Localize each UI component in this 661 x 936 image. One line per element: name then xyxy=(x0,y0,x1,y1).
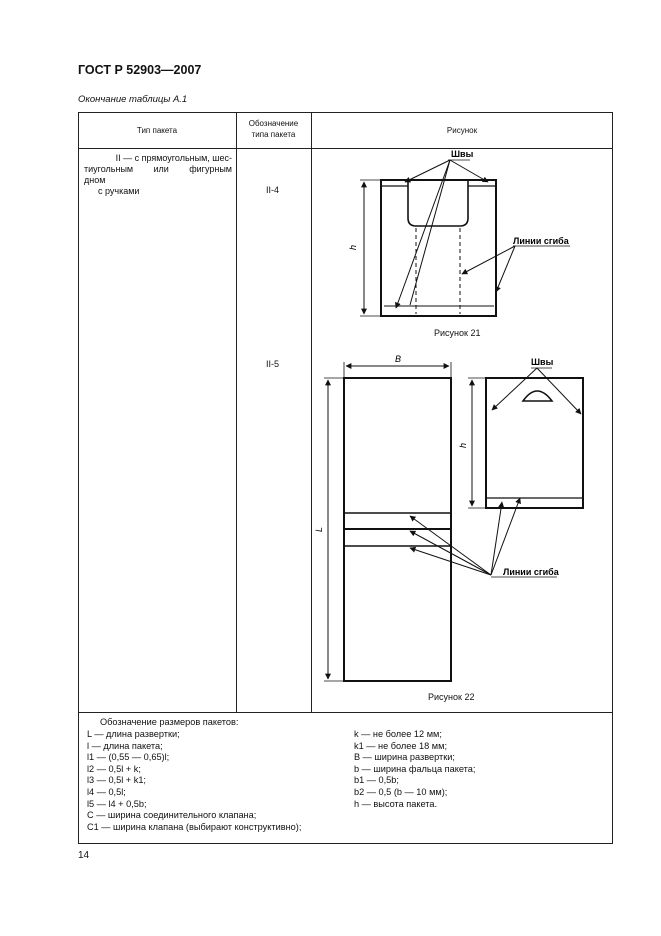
table-caption: Окончание таблицы А.1 xyxy=(78,94,188,105)
legend-item: C — ширина соединительного клапана; xyxy=(87,810,257,821)
bag-type-text: II — с прямоугольным, шес- тиугольным ил… xyxy=(84,153,232,197)
fig22-seams-label: Швы xyxy=(531,357,554,367)
fig21-dim-h: h xyxy=(348,245,358,250)
legend-item: l3 — 0,5l + k1; xyxy=(87,775,146,786)
table-border-top xyxy=(78,112,613,113)
legend-item: b2 — 0,5 (b — 10 мм); xyxy=(354,786,448,797)
table-border-left xyxy=(78,112,79,844)
legend-item: l1 — (0,55 — 0,65)l; xyxy=(87,752,170,763)
legend-left: L — длина развертки; l — длина пакета; l… xyxy=(87,729,301,833)
bag-type-line2: тиугольным или фигурным xyxy=(84,164,232,174)
col-header-code-line1: Обозначение xyxy=(248,119,299,128)
table: Тип пакета Обозначение типа пакета Рисун… xyxy=(78,112,613,844)
legend-item: l5 — l4 + 0,5b; xyxy=(87,798,147,809)
legend-item: C1 — ширина клапана (выбирают конструкти… xyxy=(87,821,302,832)
legend-item: k — не более 12 мм; xyxy=(354,729,442,739)
type-code-ii5: II-5 xyxy=(266,359,280,369)
col-header-figure: Рисунок xyxy=(446,126,478,135)
col-header-code: Обозначение типа пакета xyxy=(236,118,311,140)
legend-item: l4 — 0,5l; xyxy=(87,786,126,797)
bag-type-line1: II — с прямоугольным, шес- xyxy=(115,153,232,163)
bag-type-line4: с ручками xyxy=(98,186,140,196)
fig22-dim-l: L xyxy=(314,527,324,532)
table-header-divider xyxy=(78,148,613,149)
fig22-fold-lines-label: Линии сгиба xyxy=(503,567,560,577)
legend-item: h — высота пакета. xyxy=(354,798,438,809)
legend-item: b — ширина фальца пакета; xyxy=(354,763,476,774)
legend-item: l2 — 0,5l + k; xyxy=(87,763,141,774)
legend-item: l — длина пакета; xyxy=(87,740,163,751)
type-code-ii4: II-4 xyxy=(266,185,280,195)
table-legend-divider xyxy=(78,712,613,713)
table-col-divider-1 xyxy=(236,112,237,713)
legend-title: Обозначение размеров пакетов: xyxy=(100,717,239,727)
col-header-type: Тип пакета xyxy=(136,126,178,135)
page-number: 14 xyxy=(78,850,90,861)
fig22-dim-h: h xyxy=(458,443,468,448)
fig21-seams-label: Швы xyxy=(451,149,474,159)
table-border-bottom xyxy=(78,843,613,844)
table-col-divider-2 xyxy=(311,112,312,713)
bag-type-line3: дном xyxy=(84,175,106,185)
legend-item: k1 — не более 18 мм; xyxy=(354,740,447,751)
col-header-code-line2: типа пакета xyxy=(251,130,296,139)
table-border-right xyxy=(612,112,613,844)
legend-item: L — длина развертки; xyxy=(87,729,180,739)
fig21-fold-lines-label: Линии сгиба xyxy=(513,236,570,246)
legend-item: b1 — 0,5b; xyxy=(354,775,399,786)
fig22-dim-b: B xyxy=(395,354,401,364)
figure-22-caption: Рисунок 22 xyxy=(428,692,475,702)
legend-right: k — не более 12 мм; k1 — не более 18 мм;… xyxy=(354,729,475,810)
document-header: ГОСТ Р 52903—2007 xyxy=(78,63,202,77)
figure-21-caption: Рисунок 21 xyxy=(434,328,481,338)
legend-item: B — ширина развертки; xyxy=(354,752,455,763)
